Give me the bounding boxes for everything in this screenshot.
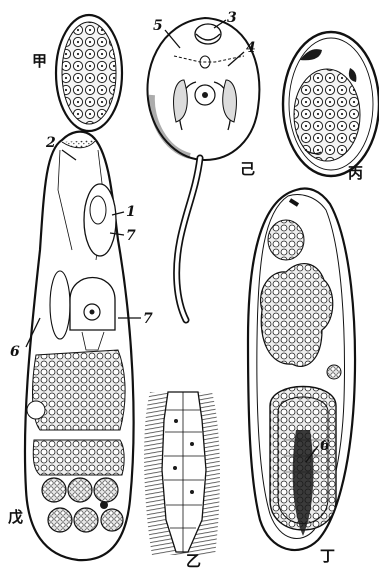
- part-number-6-left: 6: [10, 344, 20, 360]
- panel-label-jia: 甲: [32, 52, 47, 70]
- part-number-5: 5: [153, 18, 163, 34]
- part-number-3: 3: [227, 10, 237, 26]
- panel-label-wu: 戊: [8, 508, 23, 526]
- sporocyst-figure-yi: [144, 392, 220, 555]
- panel-label-bing: 丙: [348, 164, 363, 182]
- part-number-6-right: 6: [320, 438, 330, 454]
- part-number-4: 4: [246, 40, 256, 56]
- egg-figure-bing: [283, 32, 379, 176]
- body-figure-wu: [25, 132, 134, 560]
- redia-figure-ding: [248, 189, 355, 550]
- part-number-7-lower: 7: [143, 311, 153, 327]
- part-number-1: 1: [126, 204, 136, 220]
- part-number-2: 2: [45, 135, 56, 151]
- panel-label-ji: 己: [240, 160, 255, 178]
- part-number-7-upper: 7: [126, 228, 136, 244]
- panel-label-yi: 乙: [186, 552, 201, 570]
- egg-figure-jia: [56, 15, 122, 131]
- panel-label-ding: 丁: [320, 547, 335, 565]
